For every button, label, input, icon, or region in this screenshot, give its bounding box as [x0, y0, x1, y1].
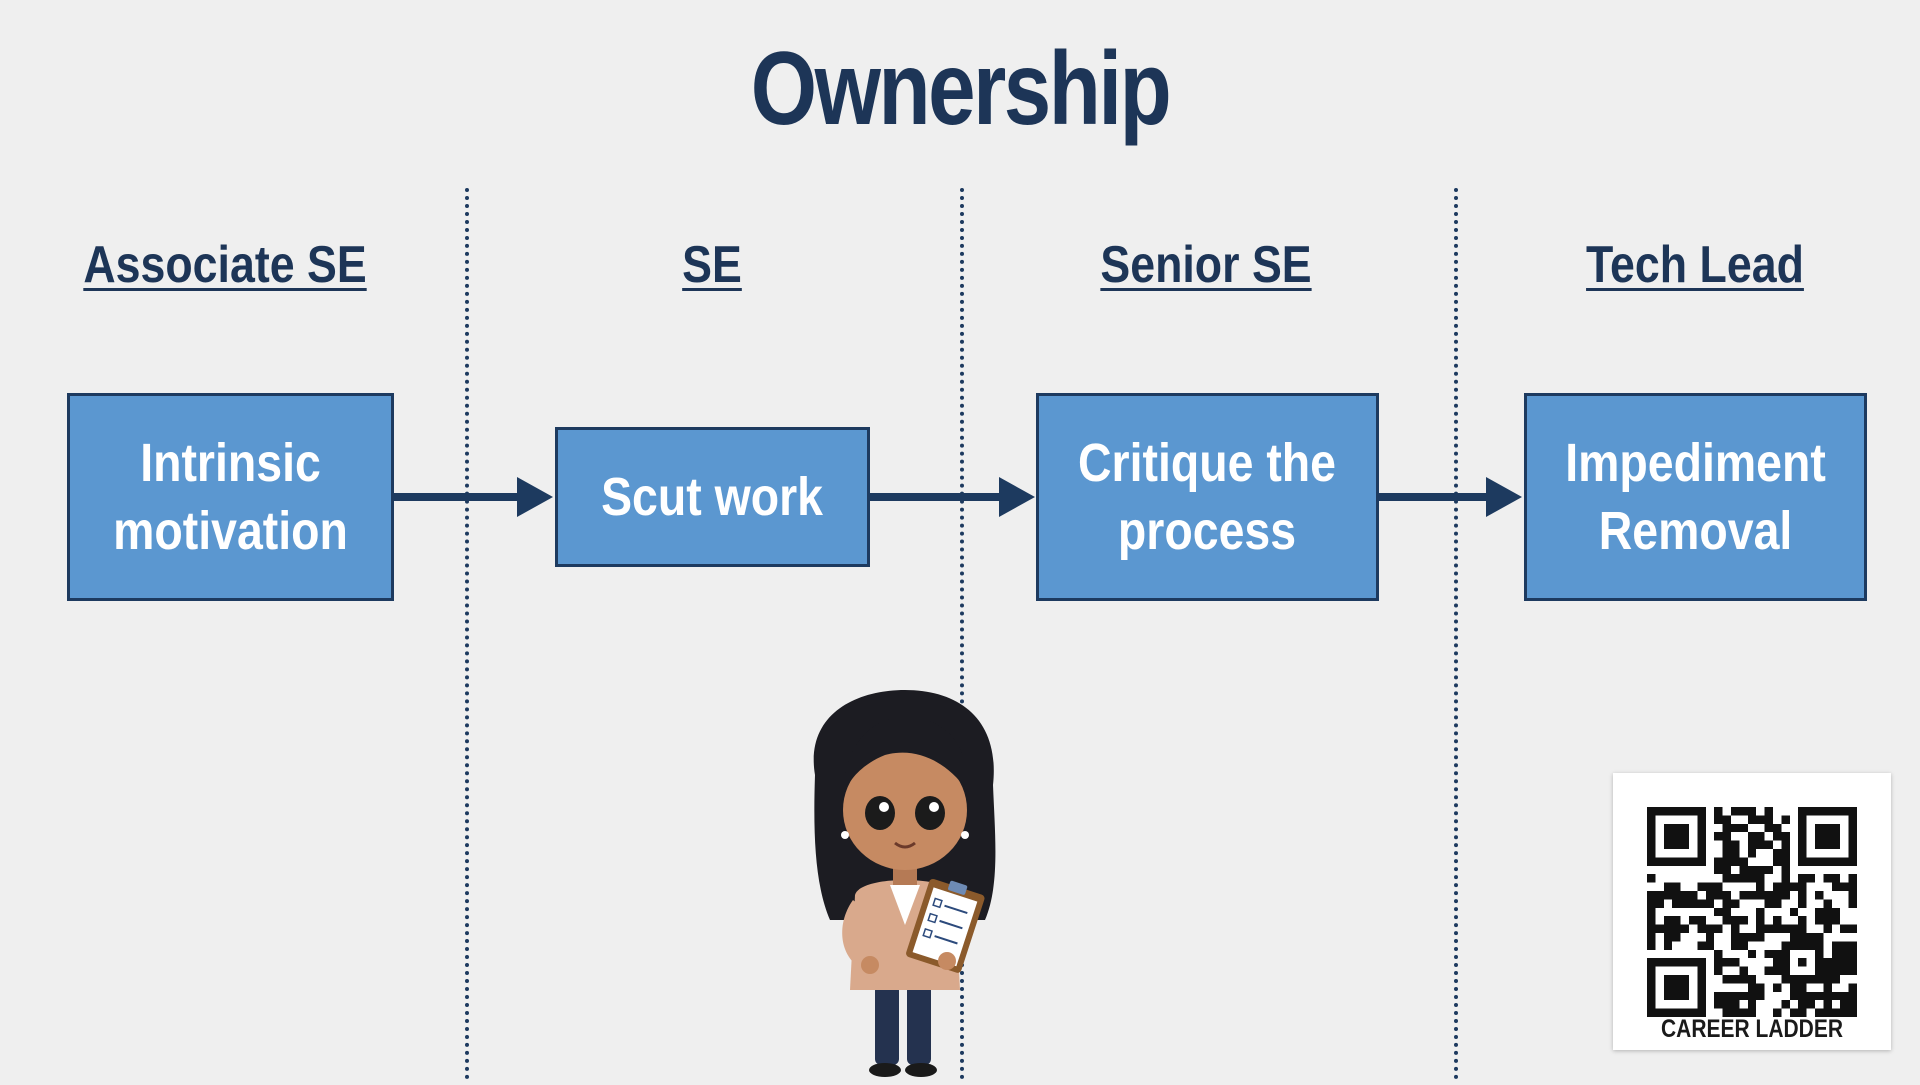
slide-title: Ownership	[750, 31, 1172, 147]
box-critique-the-process: Critique the process	[1036, 393, 1379, 601]
column-divider-3	[1454, 188, 1458, 1080]
qr-caption: CAREER LADDER	[1660, 1015, 1844, 1043]
column-divider-2	[960, 188, 964, 1080]
box-intrinsic-motivation: Intrinsic motivation	[67, 393, 394, 601]
box-text-line: Removal	[1598, 501, 1793, 561]
box-impediment-removal: Impediment Removal	[1524, 393, 1867, 601]
box-text-line: motivation	[113, 501, 348, 561]
qr-code-card[interactable]: CAREER LADDER	[1613, 773, 1891, 1050]
arrow-head-icon	[517, 477, 553, 517]
box-scut-work: Scut work	[555, 427, 870, 567]
box-text-line: Intrinsic	[140, 433, 321, 493]
level-senior-se: Senior SE	[1100, 236, 1312, 294]
box-text-line: process	[1118, 501, 1297, 561]
box-text-line: Critique the	[1078, 433, 1337, 493]
arrow-shaft	[1379, 493, 1489, 501]
arrow-shaft	[394, 493, 520, 501]
box-text-line: Impediment	[1565, 433, 1826, 493]
cartoon-woman-with-clipboard-icon	[795, 685, 1015, 1080]
arrow-head-icon	[1486, 477, 1522, 517]
qr-code-icon	[1647, 807, 1857, 1017]
arrow-shaft	[870, 493, 1002, 501]
arrow-head-icon	[999, 477, 1035, 517]
level-tech-lead: Tech Lead	[1586, 236, 1804, 294]
level-associate-se: Associate SE	[83, 236, 367, 294]
level-se: SE	[682, 236, 742, 294]
box-text-line: Scut work	[601, 467, 824, 527]
column-divider-1	[465, 188, 469, 1080]
